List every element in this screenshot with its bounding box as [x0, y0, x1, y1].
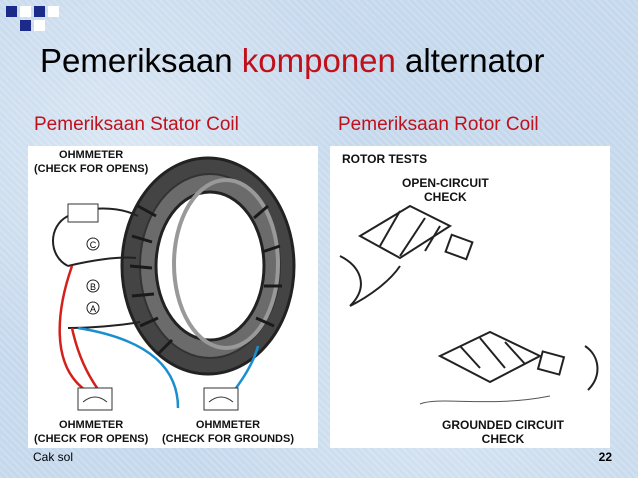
top-label-line1: OHMMETER: [59, 149, 124, 161]
open-circuit-label: OPEN-CIRCUIT CHECK: [402, 176, 489, 204]
author-footer: Cak sol: [33, 450, 74, 464]
grounded-circuit-label: GROUNDED CIRCUIT CHECK: [442, 418, 564, 446]
grounded-check-line1: GROUNDED CIRCUIT: [442, 418, 564, 432]
stator-illustration: C B A: [52, 156, 296, 411]
stator-test-figure: C B A OHMMETER (CHECK FOR OPENS) OHMMETE…: [28, 146, 318, 448]
slide-title: Pemeriksaan komponen alternator: [40, 42, 544, 80]
ohmmeter-grounds-icon: [203, 387, 239, 411]
bottom-right-label-line2: (CHECK FOR GROUNDS): [162, 433, 294, 445]
stator-top-label: OHMMETER (CHECK FOR OPENS): [34, 148, 148, 176]
grounded-check-line2: CHECK: [481, 432, 525, 446]
corner-squares-decoration: [6, 6, 59, 31]
open-check-line1: OPEN-CIRCUIT: [402, 176, 489, 190]
stator-bottom-left-label: OHMMETER (CHECK FOR OPENS): [34, 418, 148, 446]
bottom-left-label-line1: OHMMETER: [59, 419, 124, 431]
rotor-illustration: [339, 204, 599, 405]
page-number: 22: [598, 450, 612, 464]
ohmmeter-top-icon: [67, 203, 99, 223]
lead-a-label: A: [90, 304, 96, 314]
open-check-line2: CHECK: [424, 190, 467, 204]
title-part1: Pemeriksaan: [40, 42, 242, 79]
lead-b-label: B: [90, 282, 96, 292]
bottom-left-label-line2: (CHECK FOR OPENS): [34, 433, 149, 445]
rotor-tests-heading: ROTOR TESTS: [342, 152, 428, 166]
top-label-line2: (CHECK FOR OPENS): [34, 163, 149, 175]
stator-bottom-right-label: OHMMETER (CHECK FOR GROUNDS): [162, 418, 294, 446]
ohmmeter-opens-icon: [77, 387, 113, 411]
subtitle-stator: Pemeriksaan Stator Coil: [34, 114, 239, 135]
lead-c-label: C: [90, 240, 97, 250]
subtitle-rotor: Pemeriksaan Rotor Coil: [338, 114, 539, 135]
rotor-test-figure: ROTOR TESTS OPEN-CIRCUIT CHECK GROUNDED …: [330, 146, 610, 448]
title-highlight: komponen: [241, 42, 396, 79]
bottom-right-label-line1: OHMMETER: [195, 419, 261, 431]
title-part2: alternator: [395, 42, 545, 79]
